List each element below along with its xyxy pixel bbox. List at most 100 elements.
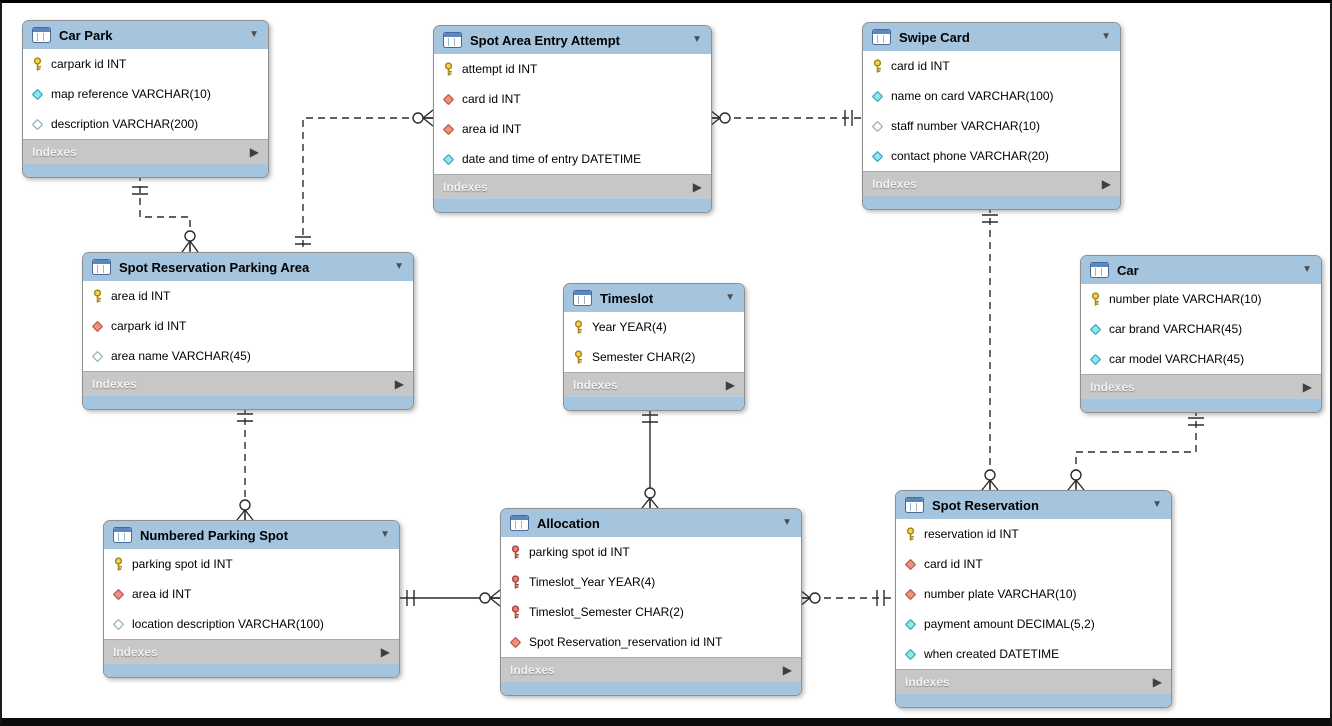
- table-spot-area-entry-attempt[interactable]: Spot Area Entry Attempt ▼ attempt id INT…: [433, 25, 712, 213]
- table-header[interactable]: Numbered Parking Spot ▼: [104, 521, 399, 549]
- table-header[interactable]: Timeslot ▼: [564, 284, 744, 312]
- column-row[interactable]: area id INT: [104, 579, 399, 609]
- table-timeslot[interactable]: Timeslot ▼ Year YEAR(4) Semester CHAR(2)…: [563, 283, 745, 411]
- relationship-entryattempt-area[interactable]: [295, 109, 434, 252]
- column-label: card id INT: [891, 59, 950, 73]
- primary-key-icon: [33, 57, 42, 71]
- table-icon: [443, 32, 462, 48]
- table-spot-reservation-parking-area[interactable]: Spot Reservation Parking Area ▼ area id …: [82, 252, 414, 410]
- column-label: area id INT: [462, 122, 522, 136]
- indexes-bar[interactable]: Indexes ▶: [23, 139, 268, 163]
- column-row[interactable]: card id INT: [863, 51, 1120, 81]
- collapse-caret-icon[interactable]: ▼: [394, 261, 404, 272]
- indexes-bar[interactable]: Indexes ▶: [863, 171, 1120, 195]
- primary-key-icon: [574, 320, 583, 334]
- column-row[interactable]: description VARCHAR(200): [23, 109, 268, 139]
- column-row[interactable]: date and time of entry DATETIME: [434, 144, 711, 174]
- indexes-bar[interactable]: Indexes ▶: [564, 372, 744, 396]
- relationship-parkingspot-allocation[interactable]: [398, 589, 501, 607]
- table-header[interactable]: Spot Reservation ▼: [896, 491, 1171, 519]
- table-title: Allocation: [537, 515, 600, 531]
- table-icon: [32, 27, 51, 43]
- column-row[interactable]: Semester CHAR(2): [564, 342, 744, 372]
- indexes-bar[interactable]: Indexes ▶: [104, 639, 399, 663]
- column-row[interactable]: area name VARCHAR(45): [83, 341, 413, 371]
- collapse-caret-icon[interactable]: ▼: [1302, 264, 1312, 275]
- expand-indexes-icon[interactable]: ▶: [692, 179, 702, 194]
- table-header[interactable]: Spot Area Entry Attempt ▼: [434, 26, 711, 54]
- expand-indexes-icon[interactable]: ▶: [380, 644, 390, 659]
- column-row[interactable]: carpark id INT: [23, 49, 268, 79]
- expand-indexes-icon[interactable]: ▶: [249, 144, 259, 159]
- column-row[interactable]: reservation id INT: [896, 519, 1171, 549]
- relationship-allocation-reservation[interactable]: [799, 589, 895, 607]
- column-row[interactable]: area id INT: [434, 114, 711, 144]
- nullable-attribute-icon: [91, 350, 104, 362]
- collapse-caret-icon[interactable]: ▼: [1152, 499, 1162, 510]
- indexes-bar[interactable]: Indexes ▶: [896, 669, 1171, 693]
- table-numbered-parking-spot[interactable]: Numbered Parking Spot ▼ parking spot id …: [103, 520, 400, 678]
- expand-indexes-icon[interactable]: ▶: [725, 377, 735, 392]
- column-row[interactable]: location description VARCHAR(100): [104, 609, 399, 639]
- indexes-bar[interactable]: Indexes ▶: [501, 657, 801, 681]
- column-row[interactable]: number plate VARCHAR(10): [896, 579, 1171, 609]
- column-row[interactable]: car model VARCHAR(45): [1081, 344, 1321, 374]
- expand-indexes-icon[interactable]: ▶: [394, 376, 404, 391]
- column-row[interactable]: when created DATETIME: [896, 639, 1171, 669]
- table-icon: [573, 290, 592, 306]
- collapse-caret-icon[interactable]: ▼: [249, 29, 259, 40]
- expand-indexes-icon[interactable]: ▶: [782, 662, 792, 677]
- expand-indexes-icon[interactable]: ▶: [1152, 674, 1162, 689]
- column-row[interactable]: payment amount DECIMAL(5,2): [896, 609, 1171, 639]
- table-car[interactable]: Car ▼ number plate VARCHAR(10) car brand…: [1080, 255, 1322, 413]
- column-row[interactable]: name on card VARCHAR(100): [863, 81, 1120, 111]
- collapse-caret-icon[interactable]: ▼: [1101, 31, 1111, 42]
- expand-indexes-icon[interactable]: ▶: [1302, 379, 1312, 394]
- collapse-caret-icon[interactable]: ▼: [725, 292, 735, 303]
- relationship-entryattempt-swipecard[interactable]: [709, 109, 862, 127]
- column-row[interactable]: attempt id INT: [434, 54, 711, 84]
- relationship-carpark-area[interactable]: [132, 174, 199, 253]
- collapse-caret-icon[interactable]: ▼: [692, 34, 702, 45]
- table-spot-reservation[interactable]: Spot Reservation ▼ reservation id INT ca…: [895, 490, 1172, 708]
- not-null-attribute-icon: [1089, 353, 1102, 365]
- collapse-caret-icon[interactable]: ▼: [782, 517, 792, 528]
- indexes-bar[interactable]: Indexes ▶: [434, 174, 711, 198]
- not-null-attribute-icon: [31, 88, 44, 100]
- column-row[interactable]: Year YEAR(4): [564, 312, 744, 342]
- indexes-bar[interactable]: Indexes ▶: [1081, 374, 1321, 398]
- column-row[interactable]: car brand VARCHAR(45): [1081, 314, 1321, 344]
- column-row[interactable]: staff number VARCHAR(10): [863, 111, 1120, 141]
- table-swipe-card[interactable]: Swipe Card ▼ card id INT name on card VA…: [862, 22, 1121, 210]
- table-header[interactable]: Swipe Card ▼: [863, 23, 1120, 51]
- collapse-caret-icon[interactable]: ▼: [380, 529, 390, 540]
- indexes-bar[interactable]: Indexes ▶: [83, 371, 413, 395]
- table-header[interactable]: Allocation ▼: [501, 509, 801, 537]
- expand-indexes-icon[interactable]: ▶: [1101, 176, 1111, 191]
- not-null-attribute-icon: [871, 150, 884, 162]
- column-row[interactable]: parking spot id INT: [501, 537, 801, 567]
- table-header[interactable]: Car ▼: [1081, 256, 1321, 284]
- column-label: date and time of entry DATETIME: [462, 152, 642, 166]
- not-null-attribute-icon: [871, 90, 884, 102]
- column-row[interactable]: carpark id INT: [83, 311, 413, 341]
- column-row[interactable]: area id INT: [83, 281, 413, 311]
- table-header[interactable]: Car Park ▼: [23, 21, 268, 49]
- column-row[interactable]: Spot Reservation_reservation id INT: [501, 627, 801, 657]
- relationship-swipecard-reservation[interactable]: [981, 206, 999, 491]
- relationship-car-reservation[interactable]: [1067, 409, 1204, 491]
- relationship-area-parkingspot[interactable]: [236, 406, 254, 521]
- column-row[interactable]: contact phone VARCHAR(20): [863, 141, 1120, 171]
- table-allocation[interactable]: Allocation ▼ parking spot id INT Timeslo…: [500, 508, 802, 696]
- column-row[interactable]: Timeslot_Year YEAR(4): [501, 567, 801, 597]
- table-car-park[interactable]: Car Park ▼ carpark id INT map reference …: [22, 20, 269, 178]
- relationship-timeslot-allocation[interactable]: [641, 407, 659, 509]
- column-row[interactable]: card id INT: [896, 549, 1171, 579]
- column-row[interactable]: card id INT: [434, 84, 711, 114]
- column-row[interactable]: map reference VARCHAR(10): [23, 79, 268, 109]
- column-row[interactable]: number plate VARCHAR(10): [1081, 284, 1321, 314]
- column-row[interactable]: Timeslot_Semester CHAR(2): [501, 597, 801, 627]
- table-header[interactable]: Spot Reservation Parking Area ▼: [83, 253, 413, 281]
- column-row[interactable]: parking spot id INT: [104, 549, 399, 579]
